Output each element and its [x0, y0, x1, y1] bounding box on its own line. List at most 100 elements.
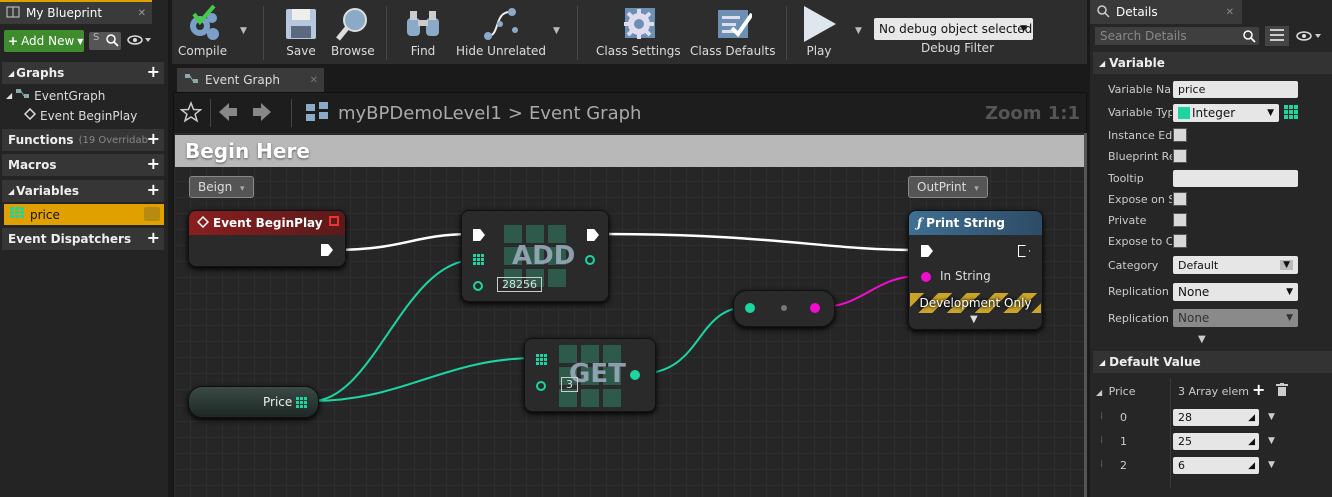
hide-unrelated-button[interactable]: Hide Unrelated — [456, 4, 546, 58]
visibility-eye-icon[interactable] — [144, 207, 160, 221]
index-in-pin[interactable] — [536, 381, 546, 391]
details-view-options[interactable] — [1295, 30, 1323, 45]
int-array-wire — [311, 357, 537, 402]
property-matrix-button[interactable] — [1265, 26, 1289, 46]
expand-arrow-icon[interactable]: ▼ — [970, 314, 978, 325]
breadcrumb-root[interactable]: myBPDemoLevel1 — [338, 102, 502, 124]
hide-unrelated-dropdown[interactable]: ▼ — [553, 26, 560, 36]
class-defaults-button[interactable]: Class Defaults — [690, 4, 775, 58]
close-icon[interactable]: ✕ — [1225, 6, 1234, 18]
drag-handle-icon[interactable]: ⁞ — [1100, 459, 1104, 470]
advanced-expand-icon[interactable]: ▼ — [1198, 334, 1206, 345]
add-variable-button[interactable]: + — [146, 180, 160, 199]
compile-options-dropdown[interactable]: ▼ — [240, 26, 247, 36]
array-index-2: 2 — [1120, 459, 1127, 472]
close-icon[interactable]: ✕ — [137, 7, 146, 19]
price-variable-node[interactable]: Price — [188, 386, 319, 418]
add-element-button[interactable]: + — [1252, 380, 1266, 399]
variables-section[interactable]: ◢ Variables + — [2, 180, 164, 202]
array-add-node[interactable]: ADD 28256 — [461, 210, 609, 302]
details-tab[interactable]: Details ✕ — [1090, 0, 1242, 24]
print-string-node[interactable]: ƒ Print String In String Development Onl… — [908, 210, 1043, 330]
comment-box-header[interactable]: Begin Here — [175, 135, 1084, 167]
event-dispatchers-section[interactable]: Event Dispatchers + — [2, 228, 164, 250]
exec-out-pin[interactable] — [321, 244, 333, 256]
browse-button[interactable]: Browse — [331, 4, 375, 58]
class-settings-button[interactable]: Class Settings — [596, 4, 681, 58]
array-value-2[interactable]: 6 ◢ — [1173, 457, 1259, 474]
graphs-section[interactable]: ◢ Graphs + — [2, 62, 164, 84]
element-options-dropdown[interactable]: ▼ — [1268, 412, 1275, 422]
clear-array-button[interactable] — [1276, 383, 1288, 400]
add-graph-button[interactable]: + — [146, 62, 160, 81]
default-value-section[interactable]: ◢ Default Value — [1093, 351, 1332, 373]
graph-item-beginplay[interactable]: Event BeginPlay — [23, 107, 137, 123]
element-options-dropdown[interactable]: ▼ — [1268, 460, 1275, 470]
star-icon[interactable] — [179, 100, 204, 126]
array-value-1[interactable]: 25 ◢ — [1173, 433, 1259, 450]
blueprint-readonly-checkbox[interactable] — [1173, 149, 1187, 163]
delegate-pin[interactable] — [329, 216, 339, 226]
close-icon[interactable]: ✕ — [309, 74, 318, 86]
conv-out-pin[interactable] — [810, 303, 820, 313]
add-item-value[interactable]: 28256 — [497, 277, 542, 292]
variable-item-price[interactable]: price — [4, 204, 164, 225]
index-out-pin[interactable] — [585, 255, 595, 265]
array-in-pin[interactable] — [536, 354, 548, 366]
array-index-0: 0 — [1120, 411, 1127, 424]
variable-type-select[interactable]: Integer ▼ — [1173, 104, 1279, 122]
find-button[interactable]: Find — [404, 4, 442, 58]
add-dispatcher-button[interactable]: + — [146, 228, 160, 247]
exec-in-pin[interactable] — [473, 229, 485, 241]
functions-section[interactable]: Functions (19 Overridab + — [2, 129, 164, 151]
exec-in-pin[interactable] — [921, 245, 933, 257]
add-macro-button[interactable]: + — [146, 154, 160, 173]
array-out-pin[interactable] — [296, 397, 308, 409]
add-function-button[interactable]: + — [146, 129, 160, 148]
element-options-dropdown[interactable]: ▼ — [1268, 436, 1275, 446]
item-out-pin[interactable] — [630, 370, 640, 380]
get-index-value[interactable]: 3 — [561, 377, 578, 392]
drag-handle-icon[interactable]: ⁞ — [1100, 411, 1104, 422]
expose-on-spawn-checkbox[interactable] — [1173, 192, 1187, 206]
play-options-dropdown[interactable]: ▼ — [855, 26, 862, 36]
play-button[interactable]: Play — [800, 4, 838, 58]
instance-editable-checkbox[interactable] — [1173, 128, 1187, 142]
comment-bubble-begin[interactable]: Beign ▾ — [189, 176, 254, 198]
category-select[interactable]: Default ▼ — [1173, 256, 1298, 274]
forward-arrow-icon[interactable] — [251, 101, 285, 126]
conv-in-pin[interactable] — [745, 303, 755, 313]
container-type-select[interactable] — [1284, 105, 1298, 122]
debug-object-select[interactable]: No debug object selected ▼ — [874, 18, 1033, 40]
tooltip-field[interactable] — [1173, 170, 1298, 187]
variable-section[interactable]: ◢ Variable — [1093, 52, 1332, 74]
event-beginplay-node[interactable]: Event BeginPlay — [188, 210, 346, 267]
chevron-down-icon: ▼ — [1020, 24, 1027, 34]
save-button[interactable]: Save — [282, 4, 320, 58]
blueprint-search-input[interactable]: S — [89, 32, 121, 50]
view-options-button[interactable] — [126, 34, 152, 49]
tab-event-graph[interactable]: Event Graph ✕ — [177, 68, 324, 92]
exec-out-pin[interactable] — [1018, 245, 1030, 257]
details-search-input[interactable]: Search Details — [1095, 27, 1259, 45]
graph-item-eventgraph[interactable]: ◢ EventGraph — [6, 88, 105, 103]
add-new-button[interactable]: + Add New ▼ — [4, 30, 84, 52]
checklist-icon — [714, 4, 752, 44]
array-value-0[interactable]: 28 ◢ — [1173, 409, 1259, 426]
compile-button[interactable]: Compile — [178, 4, 227, 58]
item-in-pin[interactable] — [473, 281, 483, 291]
expose-cinematics-checkbox[interactable] — [1173, 234, 1187, 248]
comment-bubble-outprint[interactable]: OutPrint ▾ — [908, 176, 988, 198]
macros-section[interactable]: Macros + — [2, 154, 164, 176]
private-checkbox[interactable] — [1173, 213, 1187, 227]
array-get-node[interactable]: GET 3 — [524, 338, 656, 412]
exec-out-pin[interactable] — [587, 229, 599, 241]
int-to-string-node[interactable] — [733, 290, 835, 327]
replication-select[interactable]: None ▼ — [1173, 283, 1298, 301]
my-blueprint-tab[interactable]: My Blueprint ✕ — [0, 0, 152, 24]
drag-handle-icon[interactable]: ⁞ — [1100, 435, 1104, 446]
in-string-pin[interactable] — [921, 272, 931, 282]
variable-name-field[interactable]: price — [1173, 81, 1298, 98]
back-arrow-icon[interactable] — [217, 101, 251, 126]
array-in-pin[interactable] — [473, 254, 485, 266]
